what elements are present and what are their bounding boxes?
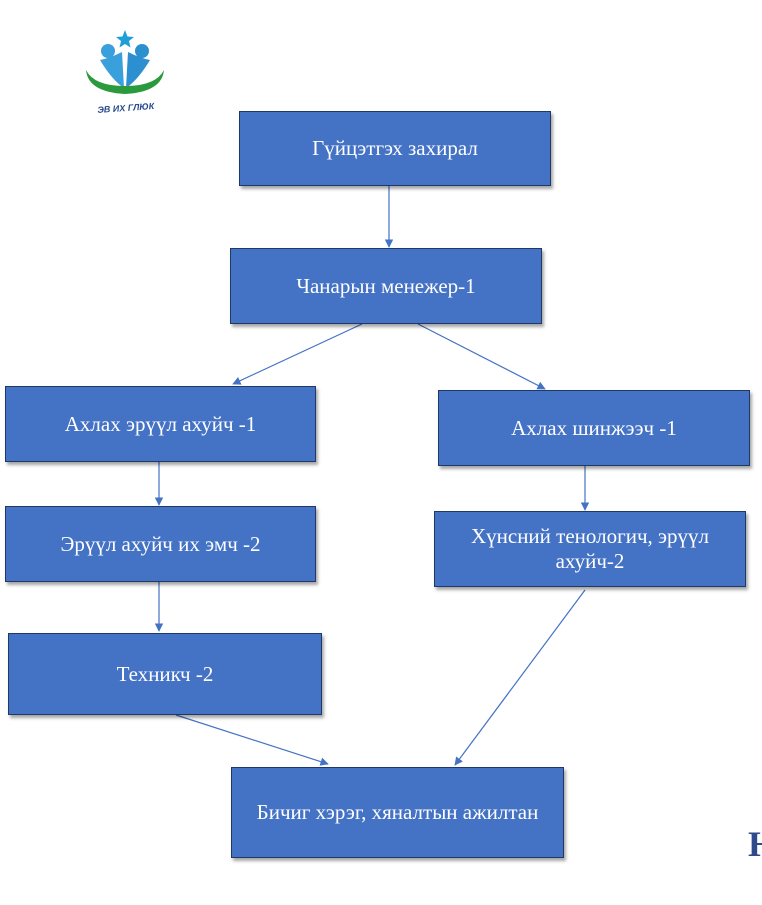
node-records-officer: Бичиг хэрэг, хяналтын ажилтан (231, 767, 564, 858)
logo-right-figure-head (135, 44, 149, 58)
node-senior-hygienist: Ахлах эрүүл ахуйч -1 (5, 386, 316, 462)
logo-text: ЭВ ИХ ГЛЮК (97, 101, 156, 115)
logo-right-figure-body (126, 52, 150, 88)
node-senior-analyst: Ахлах шинжээч -1 (438, 390, 750, 466)
logo-green-arc (86, 70, 164, 94)
node-quality-manager: Чанарын менежер-1 (230, 248, 542, 324)
logo-left-figure-body (100, 52, 124, 88)
edge-quality-manager-to-senior-analyst (417, 323, 546, 390)
node-technician: Техникч -2 (8, 633, 322, 715)
node-executive-director: Гүйцэтгэх захирал (239, 111, 551, 186)
node-label: Ахлах эрүүл ахуйч -1 (64, 411, 257, 436)
node-label: Гүйцэтгэх захирал (312, 136, 478, 160)
edge-quality-manager-to-senior-hygienist (232, 323, 363, 385)
cut-off-text: Н (748, 824, 762, 864)
node-food-technologist: Хүнсний тенологич, эрүүл ахуйч-2 (434, 511, 746, 587)
node-label: Хүнсний тенологич, эрүүл ахуйч-2 (470, 524, 710, 573)
edge-food-technologist-to-records-officer (454, 589, 586, 766)
logo-star-icon (116, 30, 134, 48)
node-label: Бичиг хэрэг, хяналтын ажилтан (256, 800, 539, 824)
company-logo: ЭВ ИХ ГЛЮК (86, 30, 164, 115)
logo-left-figure-head (101, 44, 115, 58)
node-label: Ахлах шинжээч -1 (511, 415, 677, 440)
edge-technician-to-records-officer (175, 714, 329, 766)
node-label: Техникч -2 (116, 661, 214, 686)
node-hygiene-chief-doctor: Эрүүл ахуйч их эмч -2 (5, 506, 316, 582)
node-label: Эрүүл ахуйч их эмч -2 (60, 531, 261, 556)
node-label: Чанарын менежер-1 (296, 273, 476, 298)
